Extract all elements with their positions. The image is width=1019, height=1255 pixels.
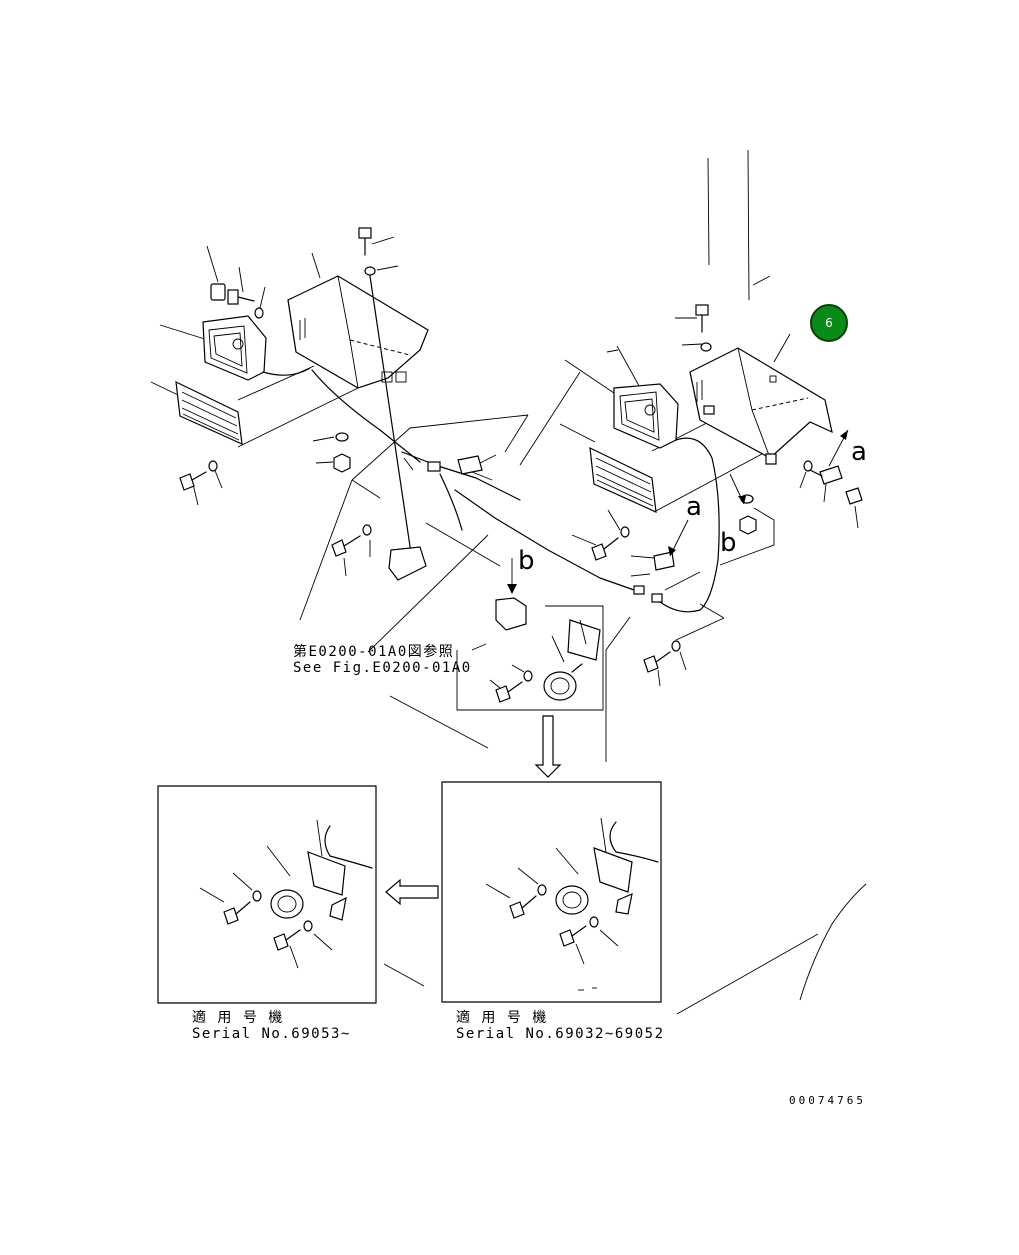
lower-right-leaders [676,883,867,1015]
inset-left-serial-label: Serial No.69053~ [192,1026,351,1042]
callout-letter-b-mid: b [518,546,535,576]
callout-badge[interactable]: 6 [810,304,848,342]
inset-left-applicable-label: 適 用 号 機 [192,1010,284,1026]
inset-right [441,781,662,1003]
callout-letter-b-right: b [720,528,737,558]
horn-detail [456,558,604,778]
left-lamp-assembly [150,227,635,591]
drawing-number: 00074765 [789,1094,866,1107]
inset-right-serial-label: Serial No.69032~69052 [456,1026,665,1042]
right-lamp-assembly [559,149,863,762]
inset-right-applicable-label: 適 用 号 機 [456,1010,548,1026]
reference-lines [237,365,581,749]
callout-letter-a-mid: a [686,492,702,522]
reference-note-en: See Fig.E0200-01A0 [293,660,472,676]
inset-left [157,785,439,1004]
callout-letter-a-right: a [851,437,867,467]
reference-note-jp: 第E0200-01A0図参照 [293,644,455,660]
